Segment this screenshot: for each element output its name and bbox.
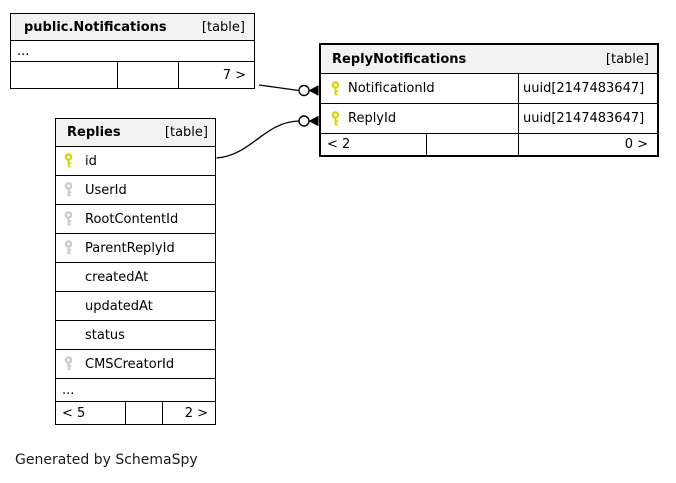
icon-spacer bbox=[63, 298, 74, 314]
relationship-notifications-to-replynotifications bbox=[258, 84, 319, 97]
table-header[interactable]: ReplyNotifications [table] bbox=[321, 45, 657, 74]
footer-cell-left bbox=[11, 62, 118, 88]
column-row-createdat: createdAt bbox=[56, 263, 215, 292]
footer-cell-right: 0 > bbox=[624, 137, 648, 152]
table-header[interactable]: Replies [table] bbox=[56, 119, 215, 147]
zero-cardinality-circle bbox=[298, 115, 310, 127]
column-row-id: id bbox=[56, 147, 215, 176]
table-name[interactable]: ReplyNotifications bbox=[332, 51, 467, 67]
primary-key-icon bbox=[330, 110, 341, 127]
column-name: status bbox=[85, 327, 125, 343]
icon-spacer bbox=[63, 269, 74, 285]
column-row-status: status bbox=[56, 321, 215, 350]
column-name: updatedAt bbox=[85, 298, 153, 314]
column-row-replyid: ReplyId uuid[2147483647] bbox=[321, 104, 657, 134]
column-row-userid: UserId bbox=[56, 176, 215, 205]
collapsed-columns-row: ... bbox=[56, 379, 215, 402]
generated-by-caption: Generated by SchemaSpy bbox=[15, 452, 198, 468]
column-name: UserId bbox=[85, 182, 127, 198]
column-row-rootcontentid: RootContentId bbox=[56, 205, 215, 234]
table-tag: [table] bbox=[164, 125, 208, 140]
footer-cell-right: 7 > bbox=[222, 67, 246, 83]
crow-foot-arrow bbox=[308, 85, 319, 96]
table-tag: [table] bbox=[201, 19, 245, 35]
footer-cell-mid bbox=[126, 402, 163, 424]
relationship-replies-to-replynotifications bbox=[216, 115, 319, 159]
foreign-key-icon bbox=[63, 240, 74, 256]
column-row-updatedat: updatedAt bbox=[56, 292, 215, 321]
table-replies[interactable]: Replies [table] id UserId RootContentId bbox=[55, 118, 216, 425]
column-name: ReplyId bbox=[348, 111, 397, 126]
column-type: uuid[2147483647] bbox=[518, 104, 657, 133]
crow-foot-arrow bbox=[308, 115, 319, 127]
column-name: ParentReplyId bbox=[85, 240, 175, 256]
column-name: NotificationId bbox=[348, 81, 435, 96]
footer-cell-mid bbox=[118, 62, 179, 88]
column-name: id bbox=[85, 153, 97, 169]
footer-cell-left: < 2 bbox=[321, 134, 427, 155]
primary-key-icon bbox=[63, 153, 74, 169]
table-footer: 7 > bbox=[11, 62, 254, 88]
table-name[interactable]: public.Notifications bbox=[24, 19, 167, 35]
footer-cell-right: 2 > bbox=[184, 405, 208, 421]
footer-cell-mid bbox=[427, 134, 519, 155]
collapsed-columns-label: ... bbox=[17, 43, 30, 59]
primary-key-icon bbox=[330, 80, 341, 97]
foreign-key-icon bbox=[63, 211, 74, 227]
table-name[interactable]: Replies bbox=[67, 125, 121, 140]
column-row-parentreplyid: ParentReplyId bbox=[56, 234, 215, 263]
column-row-cmscreatorid: CMSCreatorId bbox=[56, 350, 215, 379]
table-reply-notifications[interactable]: ReplyNotifications [table] NotificationI… bbox=[319, 43, 659, 157]
footer-cell-left: < 5 bbox=[56, 402, 126, 424]
collapsed-columns-row: ... bbox=[11, 41, 254, 62]
zero-cardinality-circle bbox=[298, 84, 310, 97]
icon-spacer bbox=[63, 327, 74, 343]
column-name: RootContentId bbox=[85, 211, 179, 227]
table-footer: < 2 0 > bbox=[321, 134, 657, 155]
column-name: CMSCreatorId bbox=[85, 356, 175, 372]
foreign-key-icon bbox=[63, 182, 74, 198]
column-name-cell: NotificationId bbox=[321, 74, 518, 103]
column-type: uuid[2147483647] bbox=[518, 74, 657, 103]
column-row-notificationid: NotificationId uuid[2147483647] bbox=[321, 74, 657, 104]
column-name-cell: ReplyId bbox=[321, 104, 518, 133]
collapsed-columns-label: ... bbox=[62, 382, 75, 398]
foreign-key-icon bbox=[63, 356, 74, 372]
table-tag: [table] bbox=[605, 51, 649, 67]
table-footer: < 5 2 > bbox=[56, 402, 215, 424]
table-public-notifications[interactable]: public.Notifications [table] ... 7 > bbox=[10, 13, 255, 89]
column-name: createdAt bbox=[85, 269, 149, 285]
table-header[interactable]: public.Notifications [table] bbox=[11, 14, 254, 41]
